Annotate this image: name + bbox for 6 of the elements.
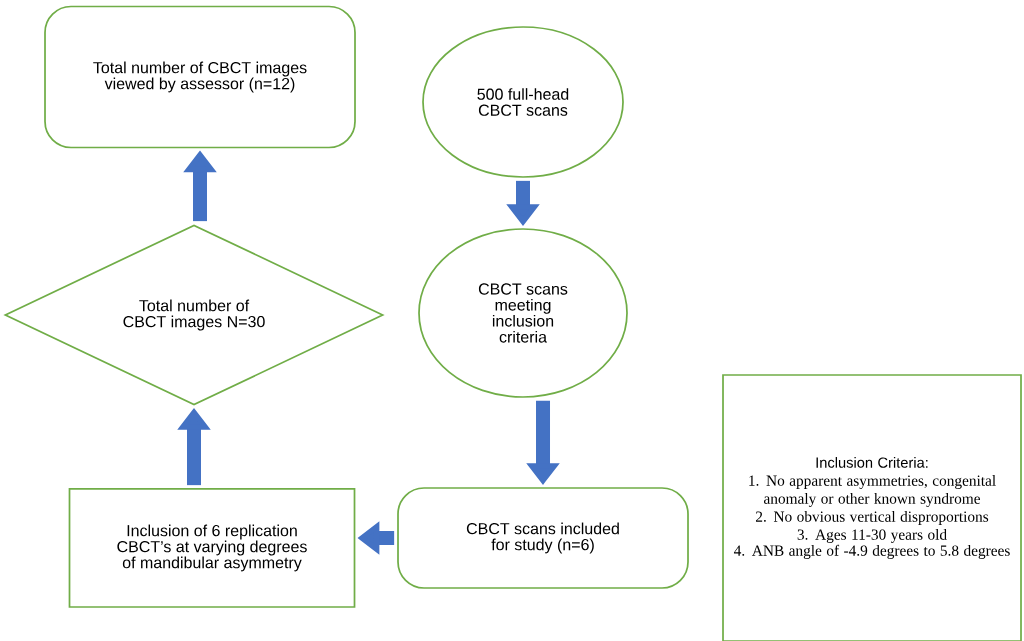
criteria-box: Inclusion Criteria: 1. No apparent asymmetries, congenital anomaly or other known syndrome 2. No obvious vertical disproportions 3. Ages 11-30 years old 4. ANB angle of -4.9 degrees to 5.8 degrees	[722, 374, 1022, 641]
oval-node: CBCT scans meeting inclusion criteria	[418, 228, 628, 398]
process-box: Total number of CBCT images viewed by assessor (n=12)	[44, 5, 356, 149]
process-box: Inclusion of 6 replication CBCT’s at varying degrees of mandibular asymmetry	[68, 488, 356, 608]
process-box: CBCT scans included for study (n=6)	[397, 487, 689, 589]
oval-node: 500 full-head CBCT scans	[422, 26, 624, 178]
